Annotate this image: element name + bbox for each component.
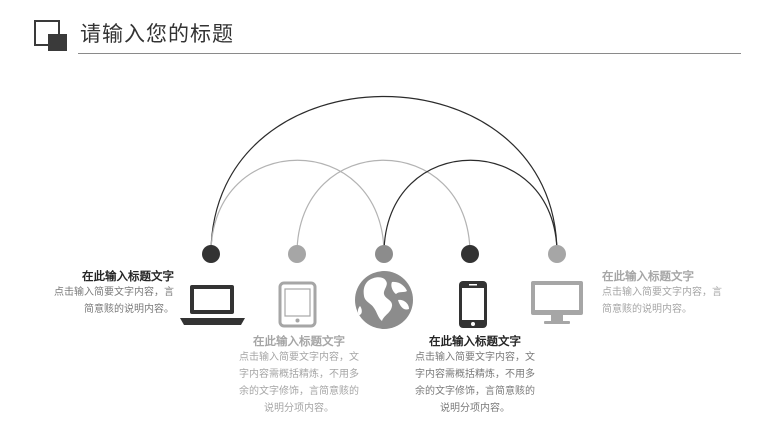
block-title: 在此输入标题文字 <box>602 269 694 283</box>
block-body: 点击输入简要文字内容，文 字内容需概括精炼，不用多 余的文字修饰，言简意赅的 说… <box>415 352 535 414</box>
node-monitor <box>548 245 566 263</box>
block-title: 在此输入标题文字 <box>253 334 345 348</box>
arc-globe-monitor <box>383 159 558 255</box>
monitor-icon <box>531 281 583 324</box>
globe-icon <box>355 271 413 329</box>
arc-tablet-smartphone <box>296 159 471 255</box>
smartphone-icon <box>459 281 487 328</box>
node-globe <box>375 245 393 263</box>
block-title: 在此输入标题文字 <box>429 334 521 348</box>
text-block-center-left: 在此输入标题文字 点击输入简要文字内容，文 字内容需概括精炼，不用多 余的文字修… <box>232 333 366 417</box>
node-laptop <box>202 245 220 263</box>
block-body: 点击输入简要文字内容，言 简意赅的说明内容。 <box>602 287 722 315</box>
title-divider <box>78 53 741 54</box>
arc-laptop-monitor <box>210 95 558 255</box>
text-block-center-right: 在此输入标题文字 点击输入简要文字内容，文 字内容需概括精炼，不用多 余的文字修… <box>408 333 542 417</box>
node-smartphone <box>461 245 479 263</box>
block-body: 点击输入简要文字内容，言 简意赅的说明内容。 <box>54 287 174 315</box>
node-tablet <box>288 245 306 263</box>
text-block-left: 在此输入标题文字 点击输入简要文字内容，言 简意赅的说明内容。 <box>44 268 174 318</box>
page-title: 请输入您的标题 <box>80 22 234 46</box>
arc-laptop-globe <box>210 159 385 255</box>
block-title: 在此输入标题文字 <box>82 269 174 283</box>
header-squares-icon <box>34 20 67 51</box>
laptop-icon <box>180 285 245 325</box>
tablet-icon <box>278 281 317 328</box>
text-block-right: 在此输入标题文字 点击输入简要文字内容，言 简意赅的说明内容。 <box>602 268 742 318</box>
block-body: 点击输入简要文字内容，文 字内容需概括精炼，不用多 余的文字修饰，言简意赅的 说… <box>239 352 359 414</box>
